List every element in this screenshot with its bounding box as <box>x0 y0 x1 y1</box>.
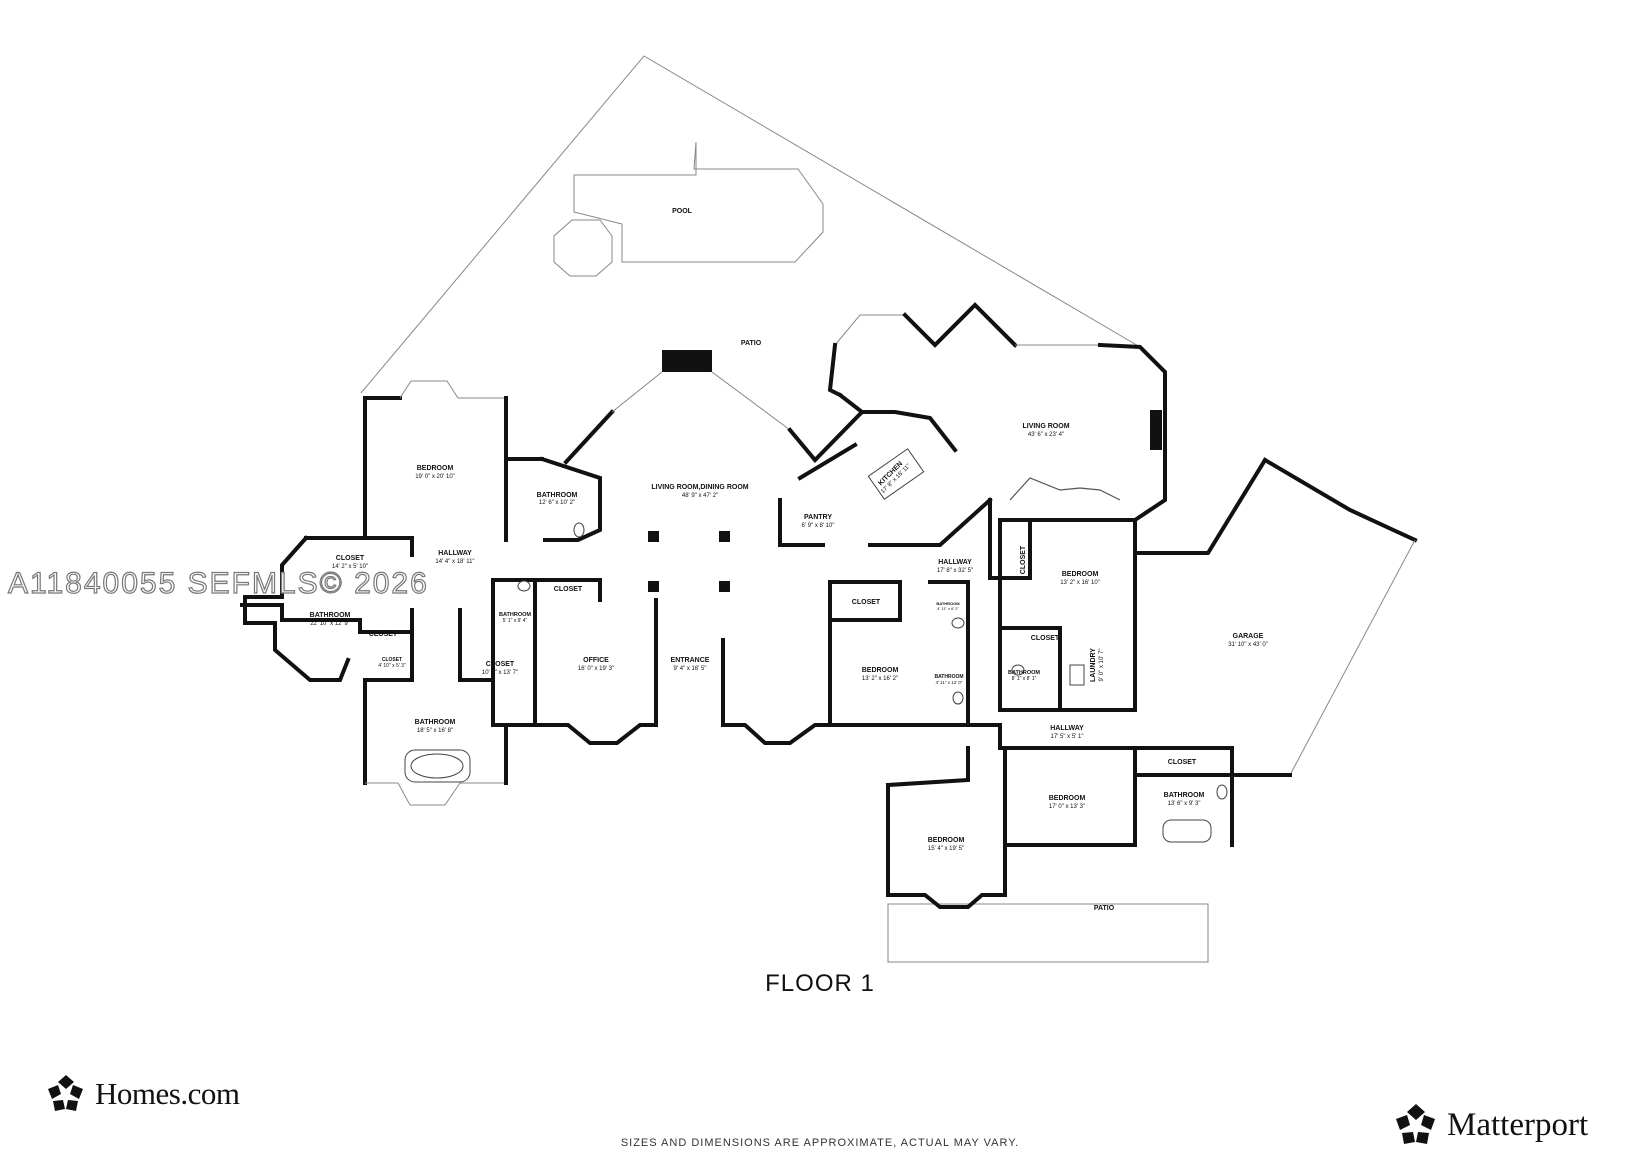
matterport-logo: Matterport <box>1393 1102 1588 1148</box>
room-name: CLOSET <box>1020 545 1027 574</box>
watermark: A11840055 SEFMLS© 2026 <box>7 566 429 600</box>
room-name: BATHROOM <box>1164 792 1205 799</box>
room-dimensions: 4' 11" x 12' 0" <box>936 680 963 685</box>
room-dimensions: 6' 9" x 8' 10" <box>802 523 835 529</box>
room-name: LAUNDRY <box>1090 648 1097 682</box>
room-name: PATIO <box>1094 905 1115 912</box>
room-dimensions: 8' 1" x 8' 1" <box>1012 676 1037 682</box>
room-name: CLOSET <box>1031 635 1060 642</box>
room-name: BEDROOM <box>1049 795 1086 802</box>
room-dimensions: 18' 5" x 16' 8" <box>417 728 453 734</box>
room-name: BATHROOM <box>310 612 351 619</box>
room-dimensions: 5' 1" x 9' 4" <box>503 618 528 624</box>
room-name: BATHROOM <box>415 719 456 726</box>
room-dimensions: 4' 10" x 5' 3" <box>378 663 406 669</box>
toilet <box>517 580 531 592</box>
room-name: CLOSET <box>554 586 583 593</box>
homes-com-wordmark: Homes.com <box>95 1076 240 1111</box>
room-name: BEDROOM <box>928 837 965 844</box>
column <box>648 531 659 542</box>
column <box>719 581 730 592</box>
disclaimer: SIZES AND DIMENSIONS ARE APPROXIMATE, AC… <box>620 1137 1020 1149</box>
east-wing-walls <box>998 457 1418 777</box>
floor-label: FLOOR 1 <box>765 970 875 997</box>
matterport-wordmark: Matterport <box>1447 1106 1589 1143</box>
fireplace <box>662 350 712 372</box>
west-wing-walls <box>240 380 602 806</box>
room-name: CLOSET <box>486 661 515 668</box>
room-name: BATHROOM <box>1008 670 1040 676</box>
room-dimensions: 14' 4" x 18' 11" <box>435 559 474 565</box>
room-dimensions: 9' 4" x 16' 5" <box>674 666 707 672</box>
room-name: POOL <box>672 208 693 215</box>
central-walls <box>538 350 993 745</box>
room-name: BATHROOM <box>499 612 531 618</box>
room-dimensions: 17' 0" x 13' 3" <box>1049 804 1085 810</box>
room-name: CLOSET <box>1168 759 1197 766</box>
lot-boundary <box>360 55 1209 963</box>
room-dimensions: 4' 11" x 6' 2" <box>937 606 959 611</box>
bathtub-basin <box>410 753 464 779</box>
room-dimensions: 22' 10" x 12' 9" <box>310 621 350 627</box>
room-name: BEDROOM <box>417 465 454 472</box>
room-name: BATHROOM <box>936 601 960 606</box>
room-name: CLOSET <box>852 599 881 606</box>
room-name: OFFICE <box>583 657 609 664</box>
room-dimensions: 17' 5" x 5' 1" <box>1051 734 1084 740</box>
stair-curve <box>1009 477 1121 501</box>
kitchen-island <box>867 448 925 500</box>
spa-outline <box>553 219 613 277</box>
room-dimensions: 16' 0" x 19' 3" <box>578 666 614 672</box>
toilet <box>951 617 965 629</box>
room-dimensions: 15' 4" x 19' 5" <box>928 846 964 852</box>
room-dimensions: 9' 0" x 10' 7" <box>1099 649 1105 682</box>
room-dimensions: 48' 9" x 47' 2" <box>682 493 718 499</box>
room-name: CLOSET <box>369 631 398 638</box>
room-name: BATHROOM <box>934 674 963 680</box>
matterport-logo-icon <box>1396 1104 1435 1144</box>
toilet <box>1216 784 1228 800</box>
column <box>648 581 659 592</box>
patio-south <box>887 903 1209 963</box>
room-name: CLOSET <box>382 657 402 663</box>
room-name: PANTRY <box>804 514 832 521</box>
room-name: LIVING ROOM <box>1022 423 1069 430</box>
column <box>719 531 730 542</box>
room-name: HALLWAY <box>938 559 972 566</box>
bathtub <box>1162 819 1212 843</box>
south-east-walls <box>885 723 1234 909</box>
room-dimensions: 17' 8" x 32' 5" <box>937 568 973 574</box>
toilet <box>952 691 964 705</box>
room-dimensions: 13' 6" x 9' 3" <box>1168 801 1201 807</box>
vanity <box>1069 664 1085 686</box>
pool-outline <box>573 141 824 263</box>
room-name: LIVING ROOM,DINING ROOM <box>651 484 748 491</box>
room-name: PATIO <box>741 340 762 347</box>
fireplace <box>1150 410 1162 450</box>
room-name: BATHROOM <box>537 492 578 499</box>
room-name: CLOSET <box>336 555 365 562</box>
room-dimensions: 43' 6" x 23' 4" <box>1028 432 1064 438</box>
pinwheel-logo-icon <box>48 1075 83 1111</box>
room-labels: POOL PATIO LIVING ROOM 43' 6" x 23' 4" B… <box>310 208 1268 912</box>
room-dimensions: 31' 10" x 43' 0" <box>1228 642 1268 648</box>
room-name: GARAGE <box>1233 633 1264 640</box>
toilet <box>573 522 585 538</box>
room-dimensions: 19' 0" x 20' 10" <box>415 474 455 480</box>
toilet <box>1011 664 1025 676</box>
room-dimensions: 12' 6" x 10' 2" <box>539 500 575 506</box>
room-dimensions: 13' 2" x 16' 10" <box>1060 580 1100 586</box>
room-name: HALLWAY <box>1050 725 1084 732</box>
homes-com-logo: Homes.com <box>45 1073 240 1115</box>
room-name: BEDROOM <box>1062 571 1099 578</box>
room-dimensions: 10' 0" x 13' 7" <box>482 670 518 676</box>
room-dimensions: 14' 2" x 5' 10" <box>332 564 368 570</box>
room-name: HALLWAY <box>438 550 472 557</box>
fixtures <box>404 448 1228 843</box>
room-dimensions: 13' 2" x 16' 2" <box>862 676 898 682</box>
room-name: ENTRANCE <box>671 657 710 664</box>
room-name: BEDROOM <box>862 667 899 674</box>
living-room-walls <box>827 302 1167 580</box>
